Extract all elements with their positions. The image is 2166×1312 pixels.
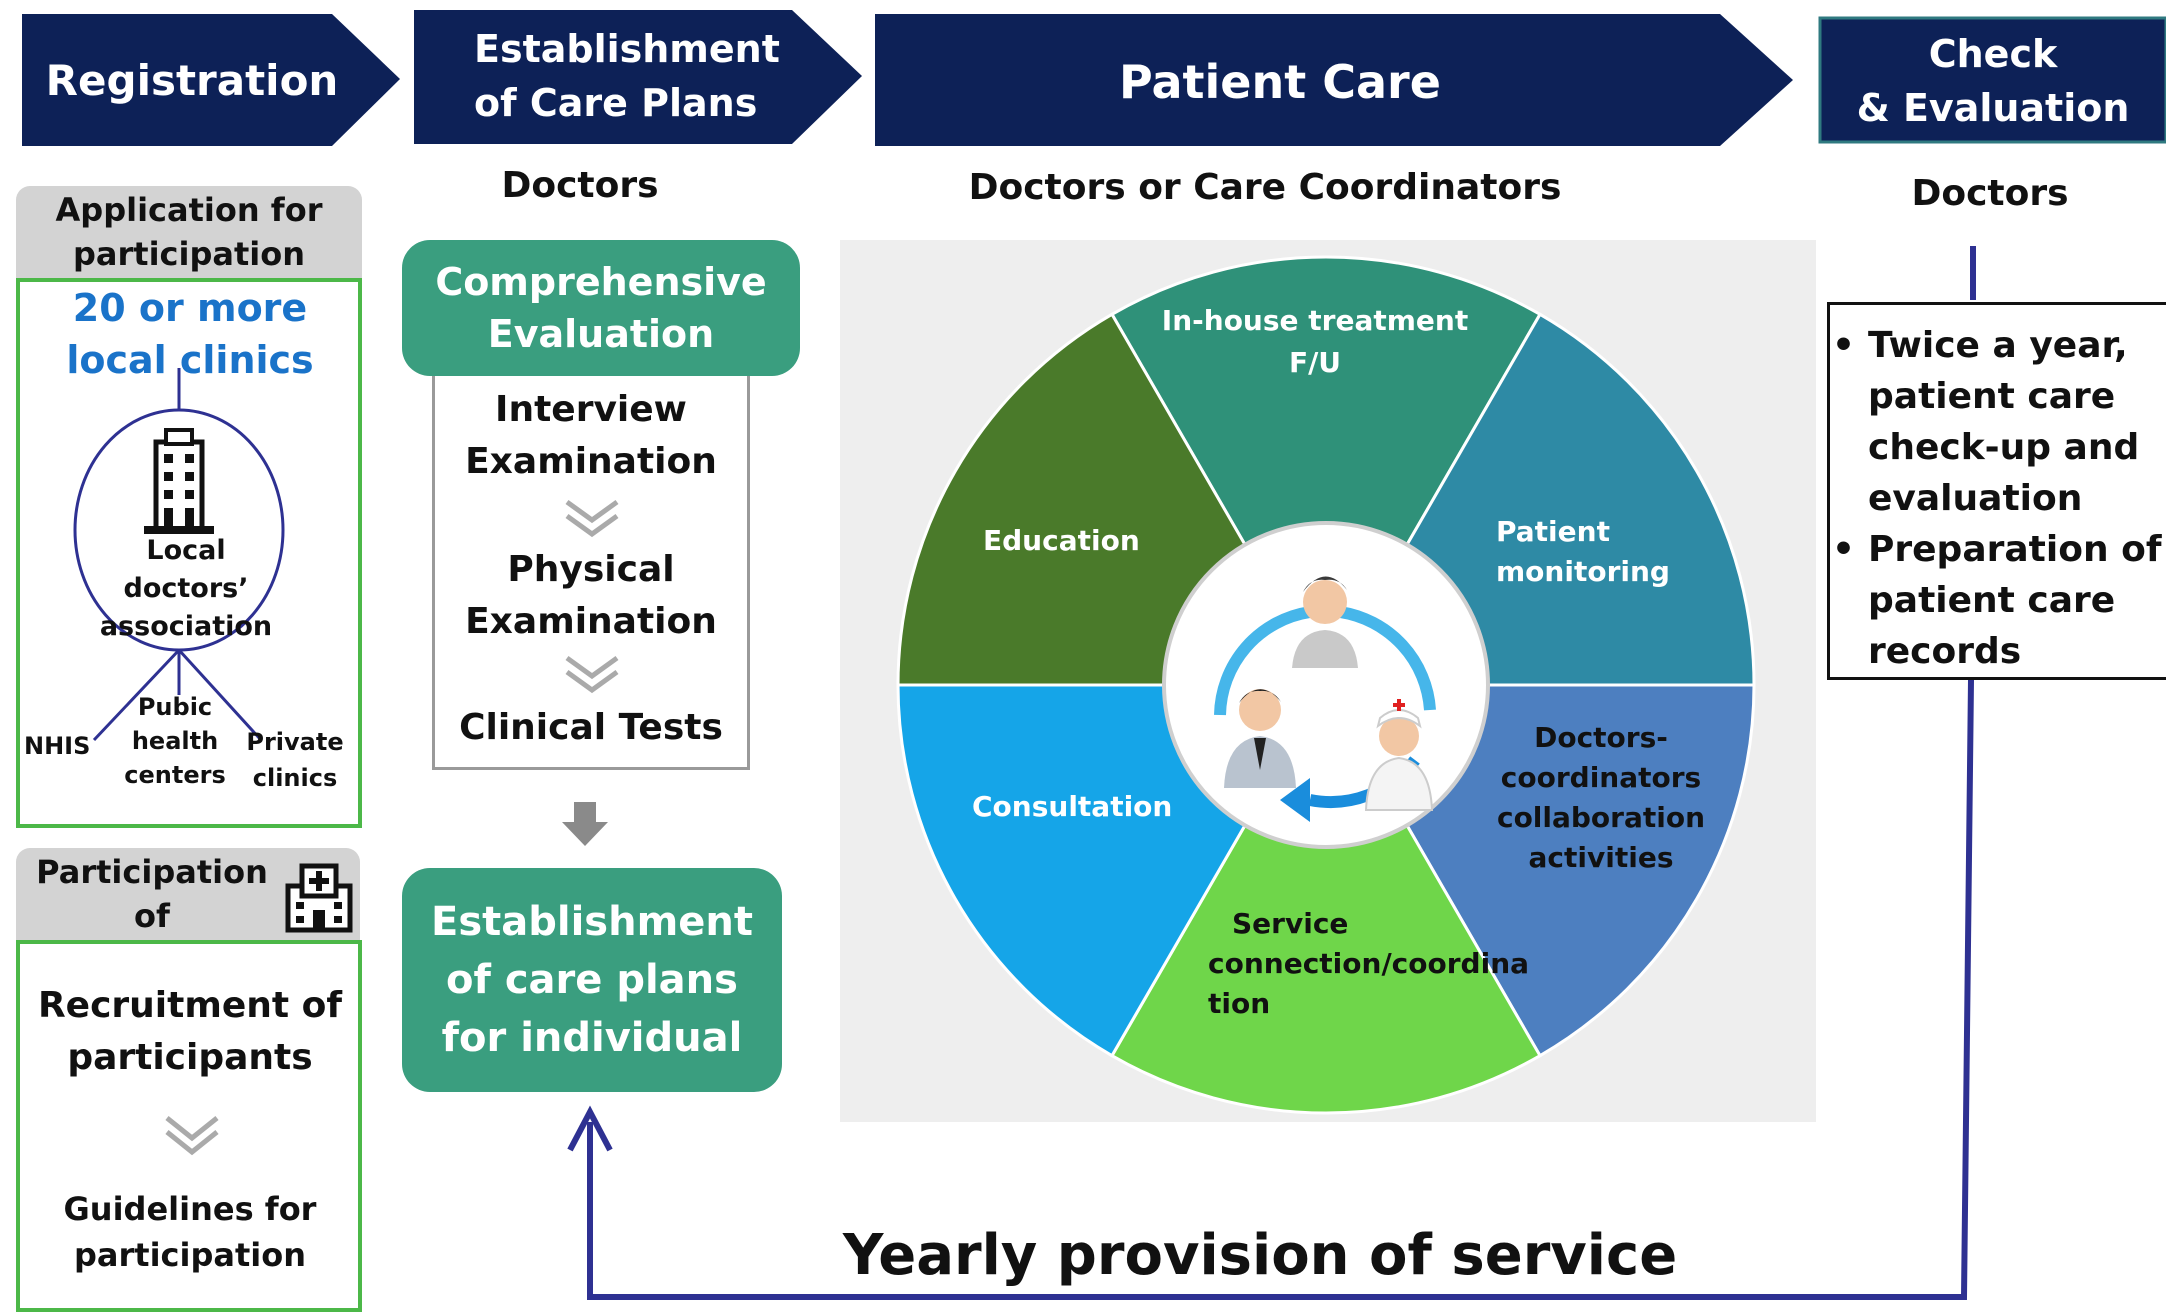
segment-collaboration-line3: activities: [1528, 841, 1674, 874]
chevron-down-icon: [565, 499, 619, 538]
recruitment-line1: Recruitment of: [37, 985, 343, 1026]
segment-service-line1: Service: [1232, 907, 1349, 940]
clinics-count: 20 or more local clinics: [40, 282, 340, 386]
stage-establishment-line2: of Care Plans: [474, 81, 758, 125]
building-icon: [144, 428, 214, 534]
stage-patient-care-title: Patient Care: [1119, 55, 1441, 109]
registration-arrow: [22, 14, 400, 146]
care-plan-line1: Establishment: [431, 899, 753, 945]
care-plan-box: Establishment of care plans for individu…: [402, 868, 782, 1092]
association-line1: Local doctors’: [123, 535, 249, 604]
public-health-line3: centers: [124, 761, 226, 789]
chevron-down-icon: [565, 655, 619, 694]
segment-inhouse-line1: In-house treatment: [1161, 304, 1469, 337]
step-interview: Interview Examination: [432, 384, 750, 488]
check-bullet-2: • Preparation of patient care records: [1832, 524, 2164, 677]
yearly-provision-label: Yearly provision of service: [842, 1222, 1678, 1288]
recruitment-label: Recruitment of participants: [30, 980, 350, 1084]
stage-arrows: [22, 10, 2166, 146]
segment-education-label: Education: [983, 524, 1140, 557]
bullet1-line2: patient care: [1868, 376, 2116, 417]
stage-check-title: Check & Evaluation: [1820, 26, 2166, 136]
step-clinical-tests: Clinical Tests: [459, 706, 723, 748]
application-header-line2: participation: [72, 235, 305, 273]
hospital-icon: [285, 863, 353, 933]
bullet1-line1: Twice a year,: [1868, 325, 2128, 366]
role-check: Doctors: [1911, 172, 2069, 214]
segment-inhouse-line2: F/U: [1288, 346, 1342, 379]
stage-registration-title: Registration: [45, 55, 339, 105]
recruitment-line2: participants: [67, 1037, 313, 1078]
patient-care-arrow: [875, 14, 1793, 146]
bullet2-line2: patient care: [1868, 580, 2116, 621]
care-plan-line3: for individual: [441, 1015, 743, 1061]
segment-collaboration-line2: collaboration: [1496, 801, 1706, 834]
private-clinics-label: Private clinics: [240, 724, 350, 796]
role-patient-care: Doctors or Care Coordinators: [968, 166, 1562, 208]
down-arrow-icon: [562, 802, 608, 846]
clinics-line2: local clinics: [66, 338, 314, 382]
guidelines-line2: participation: [73, 1236, 306, 1274]
private-line1: Private: [246, 728, 344, 756]
segment-service-line2: connection/coordina: [1208, 947, 1530, 980]
step-physical-line1: Physical: [507, 549, 675, 590]
evaluation-title-line1: Comprehensive: [435, 260, 767, 304]
bullet-dot: •: [1832, 529, 1856, 570]
clinics-line1: 20 or more: [72, 286, 308, 330]
guidelines-label: Guidelines for participation: [30, 1186, 350, 1278]
segment-monitoring-label: Patient monitoring: [1496, 512, 1670, 592]
application-panel: [16, 278, 362, 828]
stage-check-line1: Check: [1928, 32, 2058, 76]
public-health-label: Pubic health centers: [110, 690, 240, 792]
stage-establishment-title: Establishment of Care Plans: [474, 22, 804, 130]
step-physical: Physical Examination: [432, 544, 750, 648]
public-health-line1: Pubic: [137, 693, 213, 721]
role-establishment: Doctors: [501, 164, 659, 206]
comprehensive-evaluation-box: Comprehensive Evaluation: [402, 240, 800, 376]
segment-consultation-label: Consultation: [972, 790, 1173, 823]
bullet-dot: •: [1832, 325, 1856, 366]
application-header: Application for participation: [16, 186, 362, 278]
segment-collaboration-line1: Doctors-coordinators: [1500, 721, 1702, 794]
private-line2: clinics: [252, 764, 338, 792]
participation-header-line1: Participation of: [36, 853, 268, 935]
bullet1-line3: check-up and: [1868, 427, 2140, 468]
stage-establishment-line1: Establishment: [474, 27, 780, 71]
association-label: Local doctors’ association: [80, 532, 292, 646]
wheel-segment-inhouse: [1109, 255, 1543, 689]
check-bullet-1: • Twice a year, patient care check-up an…: [1832, 320, 2164, 524]
segment-service-line3: tion: [1208, 987, 1271, 1020]
segment-collaboration-label: Doctors-coordinators collaboration activ…: [1446, 718, 1756, 878]
bullet2-line3: records: [1868, 631, 2022, 672]
segment-monitoring-line2: monitoring: [1496, 555, 1670, 588]
step-interview-line1: Interview: [495, 389, 687, 430]
check-bullets: • Twice a year, patient care check-up an…: [1832, 320, 2164, 677]
nhis-label: NHIS: [24, 732, 91, 760]
segment-monitoring-line1: Patient: [1496, 515, 1610, 548]
segment-inhouse-label: In-house treatment F/U: [1150, 300, 1480, 384]
evaluation-title-line2: Evaluation: [487, 312, 715, 356]
check-box: [1818, 16, 2166, 144]
chevron-down-icon: [165, 1116, 219, 1156]
application-header-line1: Application for: [55, 191, 323, 229]
care-plan-line2: of care plans: [446, 957, 738, 1003]
segment-service-label: Service connection/coordina tion: [1208, 904, 1529, 1024]
public-health-line2: health: [131, 727, 219, 755]
step-physical-line2: Examination: [465, 601, 717, 642]
stage-check-line2: & Evaluation: [1856, 86, 2130, 130]
check-bullets-box: [1827, 302, 2166, 680]
establishment-arrow: [414, 10, 862, 144]
participation-panel: [16, 940, 362, 1312]
step-interview-line2: Examination: [465, 441, 717, 482]
guidelines-line1: Guidelines for: [63, 1190, 317, 1228]
association-line2: association: [99, 611, 273, 642]
bullet2-line1: Preparation of: [1868, 529, 2162, 570]
association-network: [73, 368, 285, 742]
bullet1-line4: evaluation: [1868, 478, 2083, 519]
